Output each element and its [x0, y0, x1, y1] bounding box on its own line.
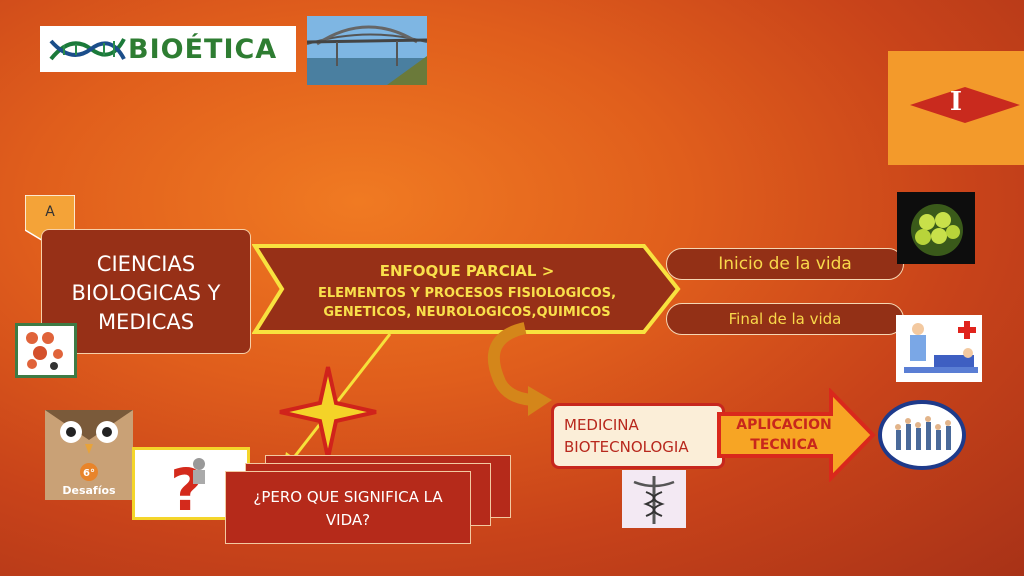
question-card: ¿PERO QUE SIGNIFICA LA VIDA? [225, 471, 471, 544]
letter-tag-label: A [45, 204, 55, 220]
approach-title: ENFOQUE PARCIAL > [379, 262, 555, 280]
bridge-photo [307, 16, 427, 85]
section-number: I [949, 87, 963, 117]
diamond-icon [910, 87, 1020, 123]
application-line2: TECNICA [750, 437, 818, 453]
life-end-pill: Final de la vida [666, 303, 904, 335]
curved-arrow-icon [487, 322, 552, 416]
bioetica-logo: BIOÉTICA [40, 26, 296, 72]
sciences-line2: BIOLOGICAS Y [71, 281, 221, 305]
owl-number: 6° [83, 468, 95, 479]
nurse-patient-illustration [896, 315, 982, 382]
approach-desc-line2: GENETICOS, NEUROLOGICOS,QUIMICOS [323, 305, 611, 320]
approach-description: ELEMENTOS Y PROCESOS FISIOLOGICOS, GENET… [262, 284, 672, 322]
logo-text: BIOÉTICA [128, 34, 278, 65]
dna-icon [49, 38, 126, 61]
medicine-line1: MEDICINA [564, 416, 639, 434]
owl-label: Desafíos [62, 484, 116, 497]
cell-division-icon [26, 332, 63, 370]
cells-thumbnail [15, 323, 77, 378]
sciences-line3: MEDICAS [97, 310, 195, 334]
life-start-pill: Inicio de la vida [666, 248, 904, 280]
section-number-box: I [888, 51, 1024, 165]
partial-approach-arrow [252, 244, 681, 334]
application-line1: APLICACION [736, 417, 832, 433]
embryo-cells-photo [897, 192, 975, 264]
technical-application-arrow [717, 388, 876, 482]
application-label: APLICACION TECNICA [720, 415, 848, 455]
sciences-label: CIENCIAS BIOLOGICAS Y MEDICAS [42, 250, 250, 337]
caduceus-icon [622, 470, 686, 528]
medicine-label: MEDICINA BIOTECNOLOGIA [564, 414, 689, 458]
sciences-line1: CIENCIAS [96, 252, 196, 276]
people-group-illustration [878, 400, 966, 470]
approach-desc-line1: ELEMENTOS Y PROCESOS FISIOLOGICOS, [317, 286, 617, 301]
sciences-box: CIENCIAS BIOLOGICAS Y MEDICAS [41, 229, 251, 354]
owl-desafios-icon: 6° Desafíos [45, 410, 133, 500]
question-text: ¿PERO QUE SIGNIFICA LA VIDA? [226, 486, 470, 532]
question-line1: ¿PERO QUE SIGNIFICA LA [253, 488, 443, 506]
medicine-box: MEDICINA BIOTECNOLOGIA [551, 403, 725, 469]
star-burst-icon [279, 366, 377, 459]
question-line2: VIDA? [325, 511, 371, 529]
medicine-line2: BIOTECNOLOGIA [564, 438, 689, 456]
